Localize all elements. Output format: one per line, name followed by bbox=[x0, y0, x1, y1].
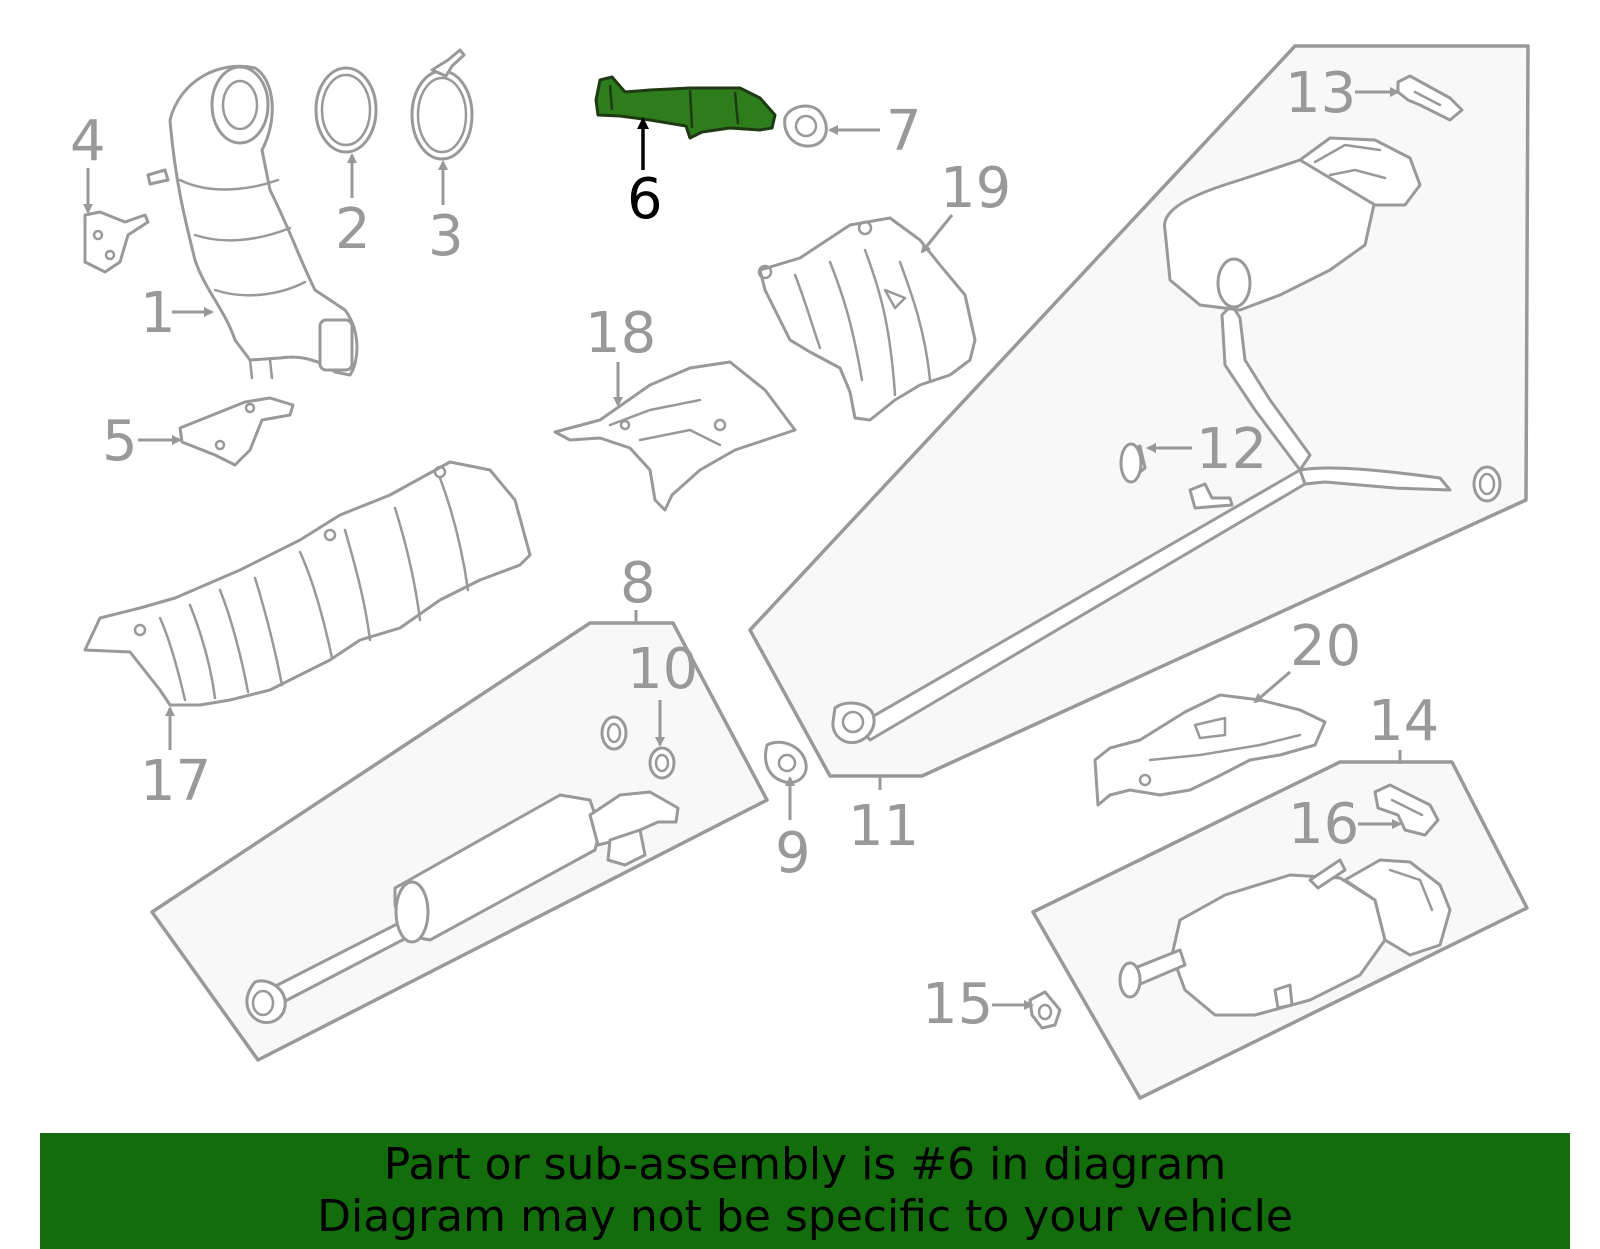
rear-muffler-part-14[interactable] bbox=[1118, 858, 1452, 1017]
gasket-part-15[interactable] bbox=[1028, 990, 1062, 1030]
gasket-part-2[interactable] bbox=[314, 66, 378, 154]
leader-arrow-20 bbox=[1253, 670, 1291, 704]
heat-shield-part-17[interactable] bbox=[83, 460, 532, 707]
grommet-part-12[interactable] bbox=[1119, 442, 1147, 484]
leader-arrow-19 bbox=[920, 214, 954, 254]
callout-5: 5 bbox=[102, 409, 138, 474]
callout-19: 19 bbox=[940, 156, 1011, 221]
callout-9: 9 bbox=[775, 821, 811, 886]
hanger-part-16[interactable] bbox=[1373, 783, 1440, 837]
hanger-part-13[interactable] bbox=[1396, 74, 1464, 122]
bracket-part-4[interactable] bbox=[83, 210, 150, 274]
rear-pipe-muffler-part-11[interactable] bbox=[831, 136, 1502, 745]
catalytic-converter-part-1[interactable] bbox=[146, 64, 359, 380]
callout-15: 15 bbox=[922, 972, 993, 1037]
callout-17: 17 bbox=[140, 749, 211, 814]
callout-13: 13 bbox=[1285, 61, 1356, 126]
bracket-part-5[interactable] bbox=[178, 396, 295, 467]
clamp-part-3[interactable] bbox=[410, 48, 474, 161]
heat-shield-part-18[interactable] bbox=[553, 360, 797, 512]
banner-line-disclaimer: Diagram may not be specific to your vehi… bbox=[317, 1191, 1293, 1242]
insulator-part-10[interactable] bbox=[600, 715, 676, 780]
callout-11: 11 bbox=[848, 794, 919, 859]
callout-7: 7 bbox=[886, 99, 922, 164]
callout-1: 1 bbox=[140, 281, 176, 346]
callout-4: 4 bbox=[70, 109, 106, 174]
callout-2: 2 bbox=[335, 197, 371, 262]
callout-3: 3 bbox=[428, 204, 464, 269]
gasket-part-9[interactable] bbox=[764, 740, 808, 785]
heat-shield-part-20[interactable] bbox=[1093, 693, 1327, 807]
heat-shield-part-19[interactable] bbox=[757, 216, 977, 422]
callout-14: 14 bbox=[1368, 689, 1439, 754]
callout-6: 6 bbox=[627, 167, 663, 232]
front-muffler-pipe-part-8[interactable] bbox=[245, 790, 680, 1025]
exhaust-parts-diagram: 1 2 3 4 5 6 7 8 9 10 11 12 13 14 15 16 1… bbox=[70, 44, 1530, 1100]
gasket-part-7[interactable] bbox=[783, 104, 828, 148]
callout-12: 12 bbox=[1196, 417, 1267, 482]
front-pipe-part-6-highlighted[interactable] bbox=[594, 75, 777, 140]
callout-10: 10 bbox=[627, 637, 698, 702]
callout-8: 8 bbox=[620, 551, 656, 616]
info-banner: Part or sub-assembly is #6 in diagram Di… bbox=[40, 1133, 1570, 1249]
callout-18: 18 bbox=[585, 301, 656, 366]
callout-16: 16 bbox=[1288, 792, 1359, 857]
banner-line-part-number: Part or sub-assembly is #6 in diagram bbox=[383, 1139, 1227, 1190]
callout-20: 20 bbox=[1290, 614, 1361, 679]
